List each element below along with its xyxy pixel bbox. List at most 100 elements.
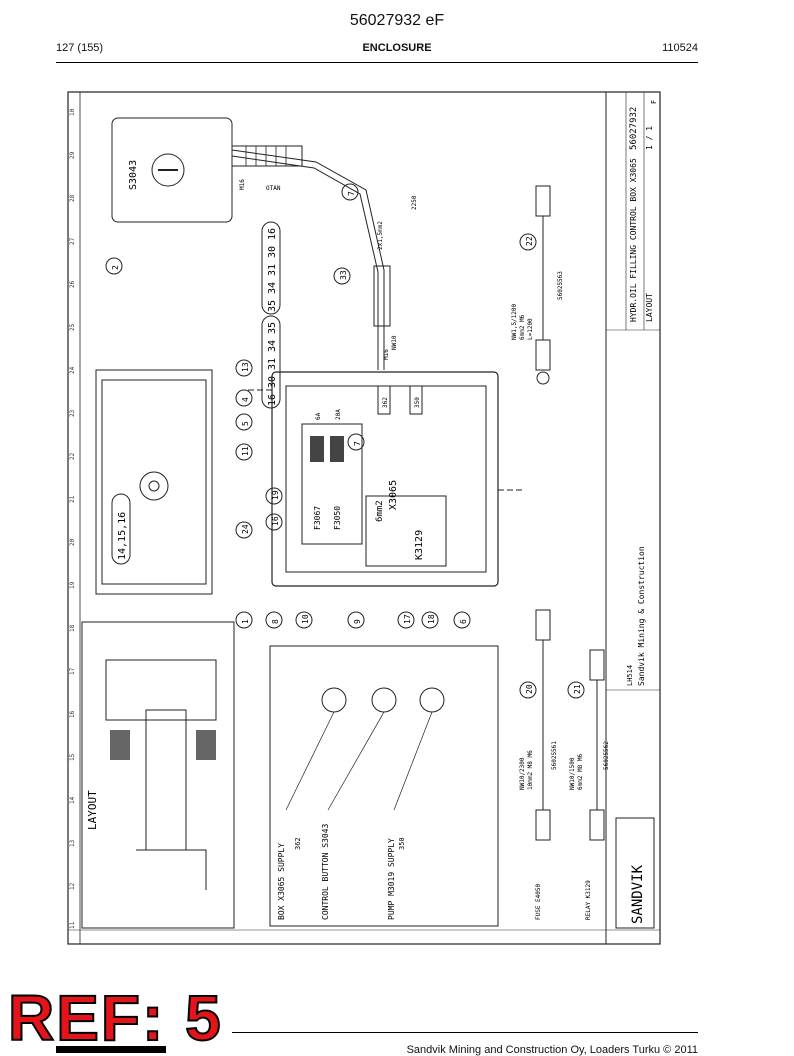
svg-text:NW10: NW10 <box>391 335 398 350</box>
svg-text:34: 34 <box>267 282 278 294</box>
svg-text:HYDR.OIL FILLING CONTROL BOX X: HYDR.OIL FILLING CONTROL BOX X3065 <box>629 158 638 322</box>
svg-text:24: 24 <box>69 366 76 374</box>
svg-text:NW10/2300: NW10/2300 <box>519 757 526 790</box>
svg-text:362: 362 <box>294 837 302 850</box>
cable-20: 20 NW10/2300 10mm2 M8 M6 56025561 FUSE E… <box>519 609 558 920</box>
svg-text:11: 11 <box>241 446 250 456</box>
svg-text:17: 17 <box>403 614 412 624</box>
svg-text:K3129: K3129 <box>414 530 425 560</box>
switch-knob-icon <box>151 153 185 187</box>
svg-text:56027932: 56027932 <box>629 107 639 150</box>
svg-text:19: 19 <box>271 490 280 500</box>
svg-text:6mm2 M6: 6mm2 M6 <box>519 314 526 340</box>
ref-stamp: REF: 5 <box>7 982 223 1054</box>
svg-text:35: 35 <box>267 300 278 312</box>
svg-text:12: 12 <box>69 882 76 890</box>
svg-text:F: F <box>650 100 658 104</box>
part-balloons-top: 16 30 31 34 35 <box>261 221 281 315</box>
svg-text:1: 1 <box>241 619 250 624</box>
svg-text:10mm2 M8 M6: 10mm2 M8 M6 <box>527 750 534 790</box>
svg-text:22: 22 <box>69 452 76 460</box>
svg-text:OTAN: OTAN <box>266 185 281 192</box>
footer-rule <box>232 1032 698 1033</box>
svg-text:24: 24 <box>241 524 250 534</box>
svg-text:27: 27 <box>69 237 76 245</box>
svg-text:18: 18 <box>69 624 76 632</box>
svg-text:2250: 2250 <box>411 195 418 210</box>
svg-text:S3043: S3043 <box>128 160 139 190</box>
svg-text:23: 23 <box>69 409 76 417</box>
svg-text:56025563: 56025563 <box>557 271 564 300</box>
svg-text:28: 28 <box>69 194 76 202</box>
title-block <box>605 91 661 945</box>
page-counter: 127 (155) <box>56 42 104 54</box>
grid-numbers: 10 29 28 27 26 25 24 23 22 21 20 19 18 1… <box>69 108 76 929</box>
footer-logo-strip <box>56 1046 166 1053</box>
fuse-holder <box>301 423 363 545</box>
svg-text:RELAY K3129: RELAY K3129 <box>585 880 592 920</box>
svg-text:M16: M16 <box>383 349 390 360</box>
svg-text:11: 11 <box>69 921 76 929</box>
svg-text:X3065: X3065 <box>388 480 399 510</box>
footer-copyright: Sandvik Mining and Construction Oy, Load… <box>406 1044 698 1056</box>
switch-box <box>111 117 233 223</box>
legend-panel <box>269 645 499 927</box>
panel-left <box>95 369 213 595</box>
svg-text:29: 29 <box>69 151 76 159</box>
section-title: ENCLOSURE <box>362 42 432 54</box>
svg-text:PUMP M3019 SUPPLY: PUMP M3019 SUPPLY <box>387 838 396 920</box>
svg-text:350: 350 <box>414 397 421 408</box>
svg-text:2x1,5mm2: 2x1,5mm2 <box>377 221 384 250</box>
svg-text:LAYOUT: LAYOUT <box>645 293 654 322</box>
cable-21: 21 NW10/1500 6mm2 M8 M6 56025562 RELAY K… <box>567 649 610 920</box>
svg-text:31: 31 <box>267 358 278 370</box>
svg-text:6mm2 M8 M6: 6mm2 M8 M6 <box>577 753 584 790</box>
svg-text:5: 5 <box>241 421 250 426</box>
svg-text:L=1200: L=1200 <box>527 318 534 340</box>
sandvik-logo: SANDVIK <box>630 864 646 924</box>
svg-text:15: 15 <box>69 753 76 761</box>
svg-text:26: 26 <box>69 280 76 288</box>
date-code: 110524 <box>662 42 698 54</box>
svg-text:56025561: 56025561 <box>551 741 558 770</box>
svg-text:13: 13 <box>69 839 76 847</box>
svg-text:Sandvik Mining & Construction: Sandvik Mining & Construction <box>637 546 646 686</box>
svg-text:7: 7 <box>353 441 362 446</box>
svg-text:FUSE E4050: FUSE E4050 <box>535 883 542 920</box>
svg-text:14,15,16: 14,15,16 <box>117 512 128 560</box>
svg-text:10: 10 <box>69 108 76 116</box>
svg-text:7: 7 <box>347 191 356 196</box>
svg-text:20A: 20A <box>335 409 342 420</box>
svg-text:14: 14 <box>69 796 76 804</box>
svg-text:LH514: LH514 <box>626 665 634 686</box>
svg-text:M16: M16 <box>239 179 246 190</box>
document-number: 56027932 eF <box>349 12 445 29</box>
svg-text:6: 6 <box>459 619 468 624</box>
svg-text:8: 8 <box>271 619 280 624</box>
svg-text:18: 18 <box>427 614 436 624</box>
svg-text:21: 21 <box>69 495 76 503</box>
svg-text:33: 33 <box>339 270 348 280</box>
svg-text:19: 19 <box>69 581 76 589</box>
svg-text:31: 31 <box>267 264 278 276</box>
cable-gland <box>231 145 303 167</box>
relay-k3129 <box>365 495 447 567</box>
svg-text:13: 13 <box>241 362 250 372</box>
svg-text:BOX X3065 SUPPLY: BOX X3065 SUPPLY <box>277 843 286 920</box>
svg-text:6mm2: 6mm2 <box>375 500 385 522</box>
enclosure-balloons: 13 4 5 11 19 16 24 7 1 8 10 9 17 18 6 <box>235 359 471 629</box>
svg-text:LAYOUT: LAYOUT <box>86 790 99 830</box>
part-balloons-bottom: 35 34 31 30 16 <box>261 315 281 409</box>
svg-text:16: 16 <box>271 516 280 526</box>
svg-text:362: 362 <box>382 397 389 408</box>
svg-text:F3067: F3067 <box>313 506 322 530</box>
svg-text:17: 17 <box>69 667 76 675</box>
svg-text:NW1,5/1200: NW1,5/1200 <box>511 303 518 340</box>
svg-text:35: 35 <box>267 322 278 334</box>
svg-text:2: 2 <box>111 265 120 270</box>
header-rule <box>56 62 698 63</box>
wiring-drawing: 10 29 28 27 26 25 24 23 22 21 20 19 18 1… <box>67 91 661 945</box>
svg-text:20: 20 <box>525 684 534 694</box>
layout-inset <box>81 621 235 929</box>
svg-text:10: 10 <box>301 614 310 624</box>
